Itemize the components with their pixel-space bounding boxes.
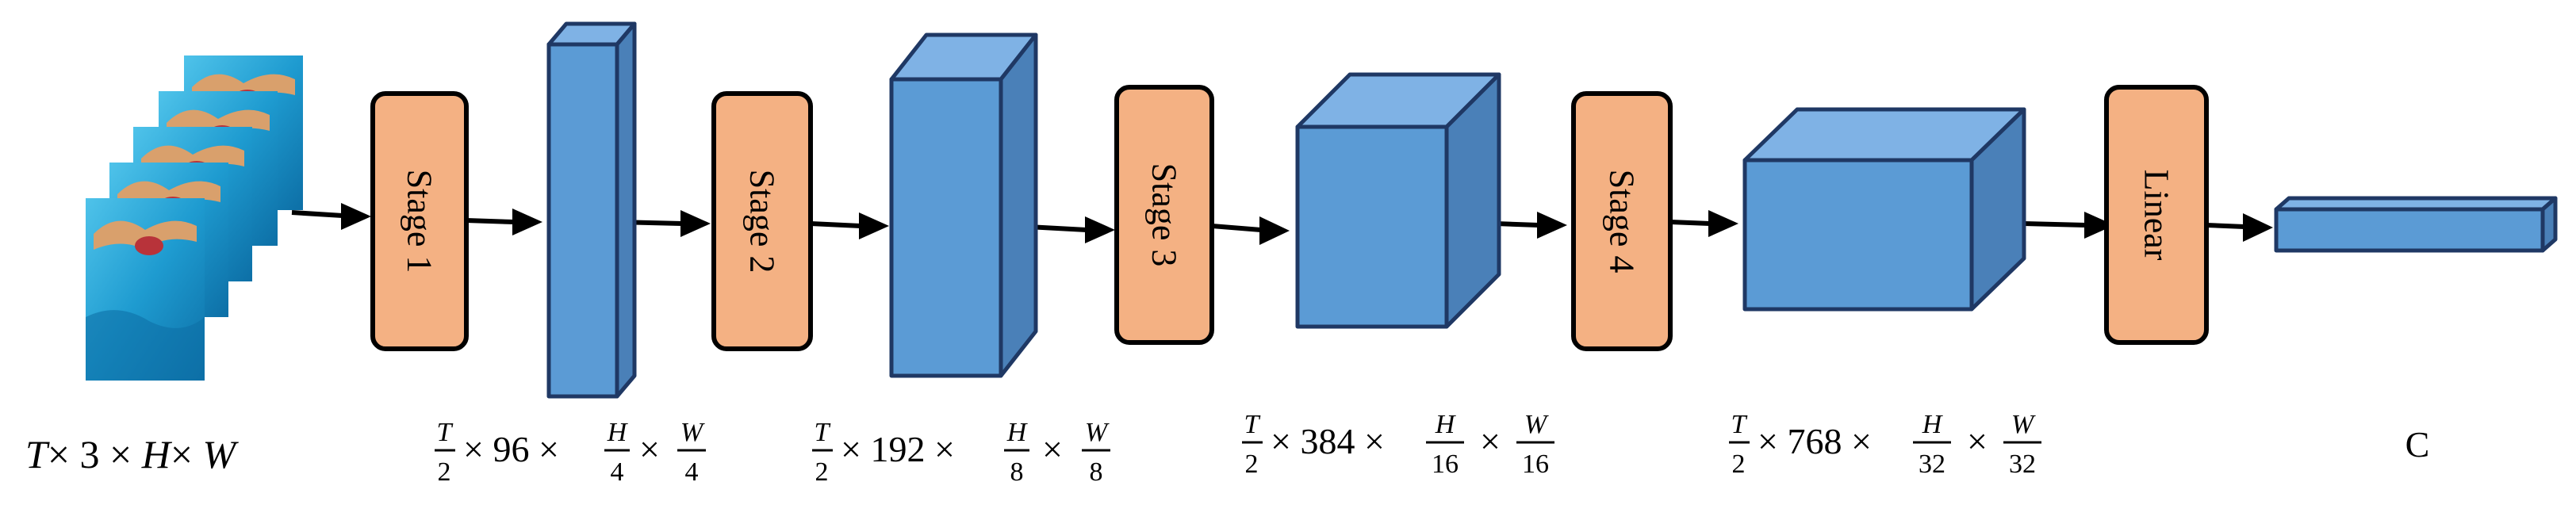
stage-3-block: Stage 3 [1114, 85, 1214, 345]
shape2-hd: 8 [1010, 457, 1024, 487]
output-vector [2274, 196, 2558, 253]
shape4-t: T [1731, 410, 1748, 439]
stage-1-label: Stage 1 [401, 170, 439, 274]
arrow-tensor2-to-stage3 [1027, 216, 1115, 243]
tensor-3-cuboid [1295, 72, 1501, 329]
arrow-stage3-to-tensor3 [1211, 216, 1290, 245]
input-video-frames [86, 55, 303, 381]
shape1-wd: 4 [685, 457, 699, 487]
shape3-2: 2 [1245, 450, 1259, 479]
shape3-w: W [1524, 410, 1549, 439]
stage-4-block: Stage 4 [1571, 91, 1673, 351]
shape1-2: 2 [438, 457, 451, 487]
shape1-x: × [639, 429, 660, 469]
shape-label-2: T 2 × 192 × H 8 × W 8 [812, 418, 1110, 487]
shape4-2: 2 [1732, 450, 1746, 479]
shape1-w: W [680, 418, 705, 447]
shape2-t: T [815, 418, 831, 447]
tensor-2-cuboid [889, 33, 1038, 378]
input-h: H [141, 432, 173, 476]
stage-2-label: Stage 2 [743, 170, 782, 274]
shape4-wd: 32 [2009, 450, 2036, 479]
shape3-c: × 384 × [1271, 421, 1385, 461]
shape1-hd: 4 [611, 457, 624, 487]
shape3-h: H [1435, 410, 1457, 439]
shape-label-3: T 2 × 384 × H 16 × W 16 [1242, 410, 1554, 479]
input-w: W [203, 432, 240, 476]
shape2-2: 2 [815, 457, 829, 487]
stage-4-label: Stage 4 [1603, 170, 1642, 274]
shape1-h: H [607, 418, 629, 447]
shape2-c: × 192 × [841, 429, 955, 469]
linear-block: Linear [2104, 85, 2209, 345]
tensor-1-cuboid [546, 21, 637, 399]
input-x: × [171, 432, 203, 476]
shape1-c: × 96 × [463, 429, 559, 469]
arrow-tensor4-to-linear [2023, 212, 2114, 239]
tensor-4-cuboid [1742, 107, 2026, 312]
arrow-input-to-stage1 [291, 203, 371, 230]
shape1-t: T [437, 418, 454, 447]
shape2-h: H [1006, 418, 1029, 447]
input-t: T [25, 432, 50, 476]
shape4-hd: 32 [1919, 450, 1945, 479]
shape-label-4: T 2 × 768 × H 32 × W 32 [1729, 410, 2041, 479]
shape2-w: W [1085, 418, 1110, 447]
shape3-hd: 16 [1432, 450, 1459, 479]
stage-2-block: Stage 2 [711, 91, 813, 351]
linear-label: Linear [2137, 170, 2176, 261]
shape3-wd: 16 [1522, 450, 1549, 479]
arrow-stage2-to-tensor2 [810, 212, 889, 239]
stage-3-label: Stage 3 [1145, 163, 1184, 267]
shape3-t: T [1244, 410, 1261, 439]
arrows [291, 203, 2273, 245]
shape4-x: × [1967, 421, 1988, 461]
arrow-tensor3-to-stage4 [1495, 212, 1567, 239]
shape2-x: × [1042, 429, 1063, 469]
shape4-c: × 768 × [1758, 421, 1872, 461]
shape3-x: × [1480, 421, 1501, 461]
output-label: C [2405, 424, 2430, 465]
shape2-wd: 8 [1090, 457, 1103, 487]
shape4-h: H [1922, 410, 1944, 439]
stage-1-block: Stage 1 [370, 91, 469, 351]
video-frame-1 [86, 198, 205, 381]
arrow-linear-to-output [2206, 213, 2273, 242]
input-shape-label: T× 3 × H× W [25, 432, 240, 476]
shape4-w: W [2011, 410, 2036, 439]
arrow-stage4-to-tensor4 [1669, 210, 1738, 237]
arrow-stage1-to-tensor1 [466, 209, 542, 235]
input-rest: × 3 × [48, 432, 142, 476]
shape-label-1: T 2 × 96 × H 4 × W 4 [435, 418, 706, 487]
